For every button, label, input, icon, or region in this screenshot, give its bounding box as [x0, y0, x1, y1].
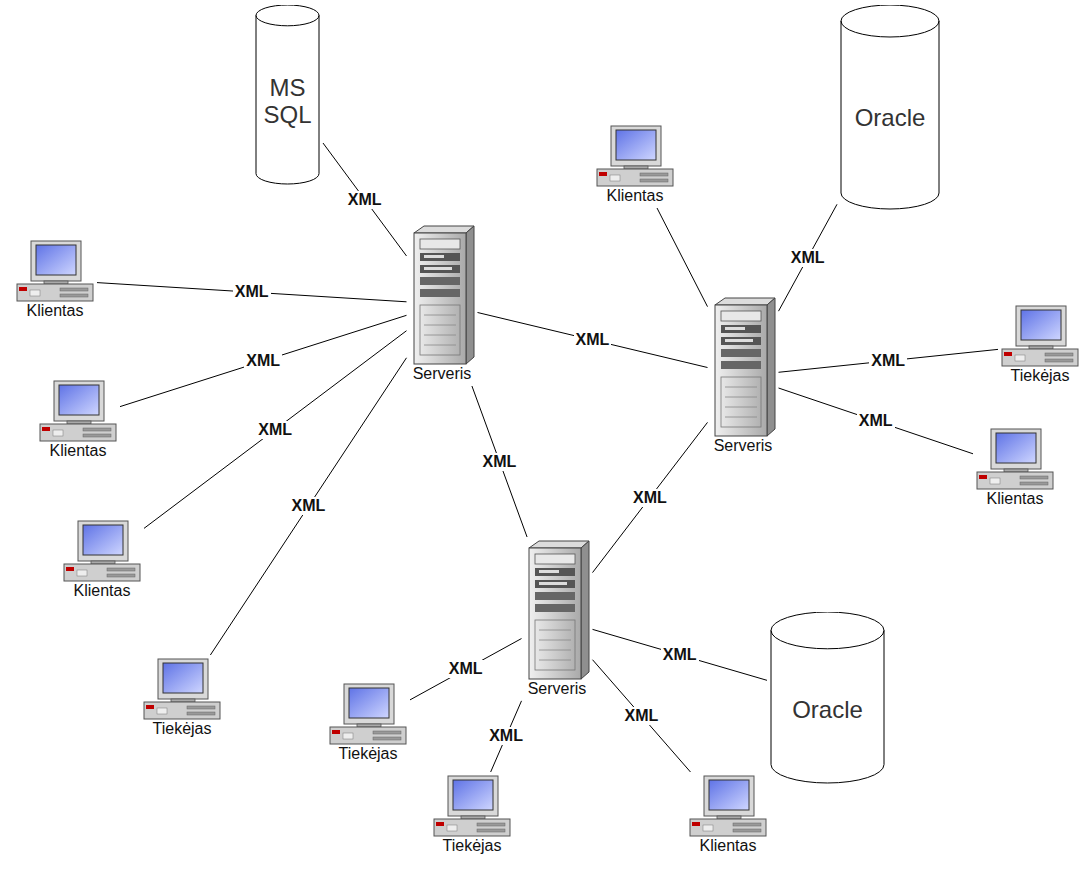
computer-icon: [976, 428, 1054, 490]
xml-connector: [144, 331, 407, 529]
edge-label: XML: [256, 421, 294, 439]
edge-label: XML: [447, 660, 485, 678]
computer-icon: [143, 658, 221, 720]
xml-connector: [657, 208, 707, 307]
computer-icon: [16, 240, 94, 302]
xml-connector: [210, 358, 406, 655]
server-icon: [410, 225, 475, 365]
xml-connector: [593, 629, 768, 680]
computer-node: Klientas: [976, 428, 1054, 508]
computer-icon: [63, 520, 141, 582]
database-node: Oracle: [840, 5, 940, 210]
xml-connector: [410, 639, 522, 700]
computer-label: Klientas: [63, 582, 141, 600]
edge-label: XML: [857, 412, 895, 430]
computer-icon: [596, 125, 674, 187]
server-node: Serveris: [525, 540, 590, 698]
computer-label: Klientas: [16, 302, 94, 320]
edge-label: XML: [661, 646, 699, 664]
server-label: Serveris: [410, 365, 475, 383]
edge-label: XML: [233, 283, 271, 301]
computer-icon: [39, 380, 117, 442]
computer-node: Klientas: [39, 380, 117, 460]
xml-connector: [478, 312, 708, 367]
xml-connector: [97, 283, 407, 302]
edge-label: XML: [789, 249, 827, 267]
computer-icon: [329, 683, 407, 745]
computer-label: Klientas: [596, 187, 674, 205]
computer-icon: [1001, 305, 1079, 367]
edge-label: XML: [574, 331, 612, 349]
computer-node: Tiekėjas: [143, 658, 221, 738]
xml-connector: [779, 388, 974, 454]
edge-label: XML: [623, 707, 661, 725]
server-node: Serveris: [711, 297, 776, 455]
server-label: Serveris: [525, 680, 590, 698]
xml-connector: [323, 143, 407, 256]
computer-label: Tiekėjas: [329, 745, 407, 763]
xml-connector: [593, 660, 691, 772]
xml-connector: [779, 349, 999, 372]
computer-icon: [433, 775, 511, 837]
computer-node: Tiekėjas: [329, 683, 407, 763]
computer-label: Tiekėjas: [143, 720, 221, 738]
database-node: MS SQL: [255, 5, 320, 185]
computer-icon: [689, 775, 767, 837]
xml-connector: [593, 422, 708, 572]
computer-label: Klientas: [39, 442, 117, 460]
computer-label: Tiekėjas: [1001, 367, 1079, 385]
edge-label: XML: [869, 352, 907, 370]
computer-node: Klientas: [689, 775, 767, 855]
computer-node: Klientas: [596, 125, 674, 205]
database-name: Oracle: [792, 696, 863, 723]
computer-node: Klientas: [63, 520, 141, 600]
server-node: Serveris: [410, 225, 475, 383]
edge-label: XML: [290, 497, 328, 515]
server-label: Serveris: [711, 437, 776, 455]
computer-label: Klientas: [976, 490, 1054, 508]
database-name: Oracle: [855, 104, 926, 131]
database-node: Oracle: [770, 612, 885, 784]
server-icon: [525, 540, 590, 680]
xml-connector: [120, 315, 407, 406]
computer-label: Tiekėjas: [433, 837, 511, 855]
edge-label: XML: [481, 453, 519, 471]
xml-connector: [472, 386, 527, 537]
edge-label: XML: [346, 191, 384, 209]
computer-node: Klientas: [16, 240, 94, 320]
server-icon: [711, 297, 776, 437]
computer-node: Tiekėjas: [1001, 305, 1079, 385]
edge-label: XML: [244, 352, 282, 370]
database-name: MS SQL: [258, 74, 317, 128]
edge-label: XML: [487, 727, 525, 745]
edge-label: XML: [631, 489, 669, 507]
computer-label: Klientas: [689, 837, 767, 855]
xml-connector: [779, 204, 838, 311]
computer-node: Tiekėjas: [433, 775, 511, 855]
